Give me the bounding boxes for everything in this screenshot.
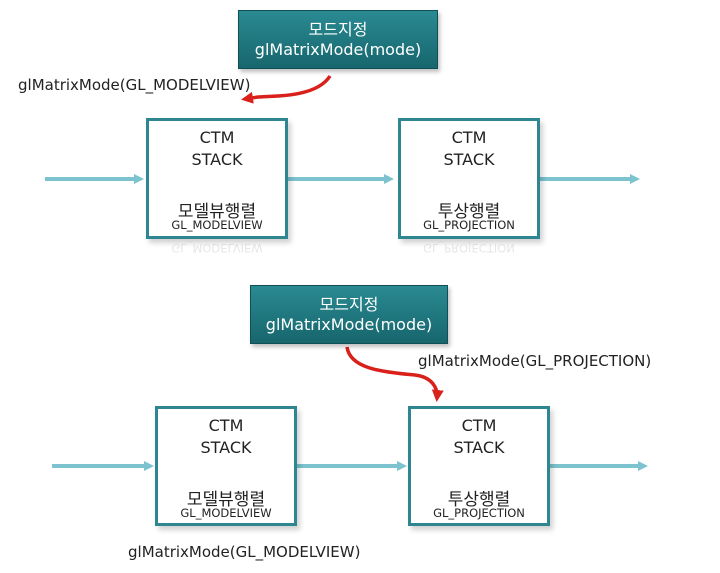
stack-box-heading: CTM STACK <box>401 127 537 170</box>
matrix-korean-name: 투상행렬 <box>447 490 511 510</box>
matrix-constant-name: GL_MODELVIEW <box>171 218 263 232</box>
matrix-korean-name: 투상행렬 <box>437 202 501 222</box>
matrix-constant-name: GL_MODELVIEW <box>180 506 272 520</box>
stack-box-modelview-top: CTM STACK 모델뷰행렬 GL_MODELVIEW <box>146 118 288 239</box>
reflection-projection-top: GL_PROJECTION <box>423 241 515 255</box>
reflection-modelview-top: GL_MODELVIEW <box>171 241 263 255</box>
ctm-label: CTM <box>461 416 497 435</box>
mode-pointer-arrow-bottom <box>345 346 444 402</box>
mode-pointer-arrow-top <box>241 74 332 104</box>
stack-box-heading: CTM STACK <box>149 127 285 170</box>
stack-label: STACK <box>200 437 252 457</box>
matrix-korean-name: 모델뷰행렬 <box>177 202 257 222</box>
matrix-constant-name: GL_PROJECTION <box>433 506 525 520</box>
mode-select-title: 모드지정 <box>308 19 368 39</box>
stack-box-heading: CTM STACK <box>411 415 547 458</box>
mode-select-function: glMatrixMode(mode) <box>254 39 422 59</box>
call-label-modelview-top: glMatrixMode(GL_MODELVIEW) <box>18 76 251 94</box>
stack-label: STACK <box>443 149 495 169</box>
matrix-constant-name: GL_PROJECTION <box>423 218 515 232</box>
stack-box-heading: CTM STACK <box>158 415 294 458</box>
stack-box-projection-top: CTM STACK 투상행렬 GL_PROJECTION <box>398 118 540 239</box>
ctm-label: CTM <box>208 416 244 435</box>
stack-box-projection-bottom: CTM STACK 투상행렬 GL_PROJECTION <box>408 406 550 526</box>
mode-select-function: glMatrixMode(mode) <box>265 314 433 334</box>
mode-select-box-bottom: 모드지정 glMatrixMode(mode) <box>250 285 448 344</box>
call-label-projection-bottom: glMatrixMode(GL_PROJECTION) <box>418 352 652 370</box>
ctm-label: CTM <box>199 128 235 147</box>
stack-label: STACK <box>453 437 505 457</box>
ctm-label: CTM <box>451 128 487 147</box>
stack-label: STACK <box>191 149 243 169</box>
call-label-modelview-bottom: glMatrixMode(GL_MODELVIEW) <box>128 543 361 561</box>
matrix-korean-name: 모델뷰행렬 <box>186 490 266 510</box>
mode-select-title: 모드지정 <box>319 294 379 314</box>
mode-select-box-top: 모드지정 glMatrixMode(mode) <box>238 10 438 69</box>
stack-box-modelview-bottom: CTM STACK 모델뷰행렬 GL_MODELVIEW <box>155 406 297 526</box>
